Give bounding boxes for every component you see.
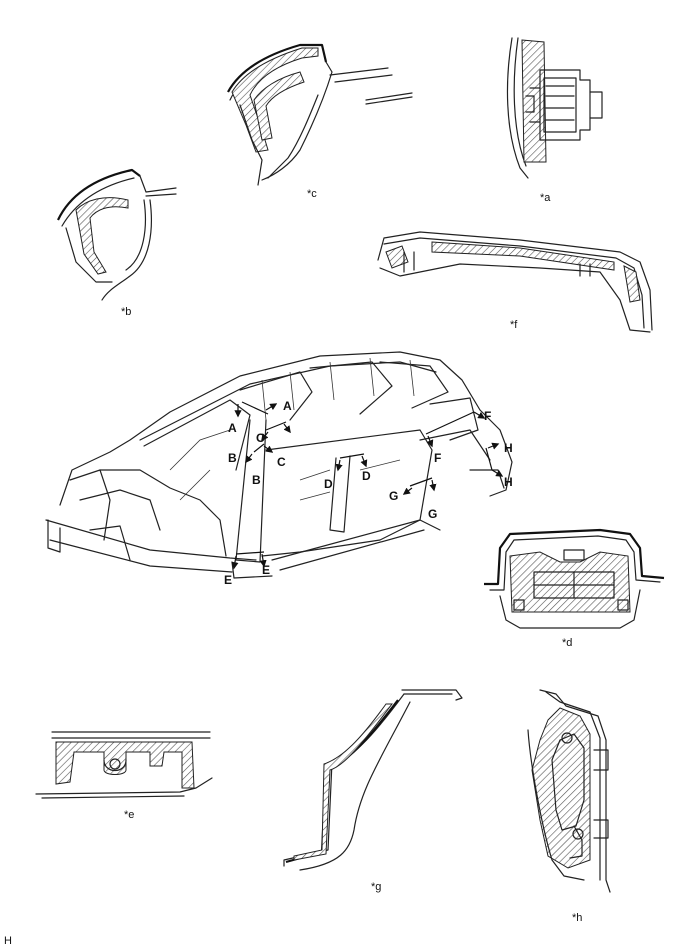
- detail-label-h: *h: [572, 912, 582, 924]
- detail-d-section: [484, 528, 665, 629]
- section-letter-labels: A A B B C C D D E E F F G G H H: [224, 399, 513, 587]
- vehicle-body-outline: [45, 351, 513, 579]
- section-label-a-left: A: [228, 421, 237, 435]
- detail-label-d: *d: [562, 637, 572, 649]
- section-label-b-right: B: [252, 473, 261, 487]
- detail-label-b: *b: [121, 306, 131, 318]
- section-cut-markers: [231, 401, 504, 570]
- section-label-f-right: F: [484, 409, 491, 423]
- corner-mark: H: [4, 935, 12, 947]
- section-label-d-right: D: [362, 469, 371, 483]
- section-label-g-right: G: [428, 507, 437, 521]
- detail-e-section: [35, 731, 213, 799]
- section-label-d-left: D: [324, 477, 333, 491]
- section-label-c-left: C: [256, 431, 265, 445]
- detail-label-g: *g: [371, 881, 381, 893]
- detail-b-section: [57, 168, 177, 301]
- section-label-h-bottom: H: [504, 475, 513, 489]
- section-label-e-left: E: [224, 573, 232, 587]
- section-label-b-left: B: [228, 451, 237, 465]
- detail-label-e: *e: [124, 809, 134, 821]
- section-label-a-right: A: [283, 399, 292, 413]
- detail-h-section: [527, 689, 611, 893]
- detail-g-section: [283, 689, 463, 871]
- detail-label-c: *c: [307, 188, 317, 200]
- section-label-c-right: C: [277, 455, 286, 469]
- section-label-e-right: E: [262, 563, 270, 577]
- detail-c-section: [227, 43, 413, 186]
- detail-labels: *c *a *b *f *d *e *g *h: [121, 188, 582, 924]
- section-label-g-left: G: [389, 489, 398, 503]
- section-label-h-top: H: [504, 441, 513, 455]
- detail-f-section: [377, 231, 653, 333]
- detail-label-a: *a: [540, 192, 551, 204]
- detail-label-f: *f: [510, 319, 518, 331]
- section-label-f-left: F: [434, 451, 441, 465]
- detail-a-section: [506, 37, 603, 179]
